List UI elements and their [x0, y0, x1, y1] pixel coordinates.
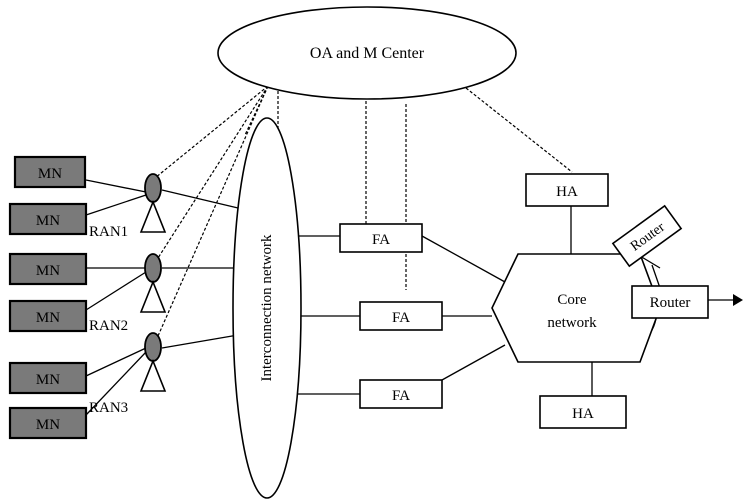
foreign-agent-box	[339, 223, 423, 253]
connection-lines	[85, 85, 733, 416]
foreign-agent-label: FA	[372, 232, 390, 248]
mobile-node-label: MN	[36, 372, 60, 388]
link-mn2-ran1	[85, 194, 147, 216]
ran-antennas: RAN1 RAN2 RAN3	[89, 173, 167, 416]
mobile-node-label: MN	[36, 263, 60, 279]
link-mn5-ran3	[85, 347, 147, 377]
oam-link-ran3	[157, 85, 269, 337]
antenna-icon	[139, 173, 167, 233]
mobile-node-box	[8, 252, 88, 286]
core-network: Core network	[491, 253, 661, 363]
interconnection-network: Interconnection network	[232, 117, 302, 499]
oam-link-interconnect-a	[244, 85, 269, 136]
interconnection-network-ellipse	[232, 117, 302, 499]
mobile-nodes: MN MN MN MN MN MN	[8, 155, 88, 440]
ran-label: RAN1	[89, 224, 128, 240]
home-agent-label: HA	[572, 406, 594, 422]
mobile-node-box	[8, 406, 88, 440]
mobile-node-label: MN	[38, 166, 62, 182]
antenna-icon	[139, 253, 167, 313]
foreign-agent-box	[359, 301, 443, 331]
mobile-node-label: MN	[36, 310, 60, 326]
routers: Router Router	[611, 204, 709, 319]
link-mn4-ran2	[85, 271, 147, 311]
link-mn1-ran1	[85, 179, 147, 193]
home-agent-box	[525, 173, 609, 207]
router-box	[631, 285, 709, 319]
router-box	[611, 204, 683, 268]
oam-link-ran1	[154, 85, 269, 179]
oam-link-ran2	[157, 85, 269, 259]
mobile-node-box	[8, 299, 88, 333]
mobile-node-label: MN	[36, 417, 60, 433]
ran-label: RAN3	[89, 400, 128, 416]
link-ran1-interconnect	[161, 189, 239, 209]
link-mn6-ran3	[85, 351, 147, 416]
mobile-node-box	[8, 202, 88, 236]
oam-link-ha	[465, 87, 573, 173]
foreign-agent-label: FA	[392, 310, 410, 326]
foreign-agent-box	[359, 379, 443, 409]
link-fa1-core	[421, 235, 506, 283]
antenna-icon	[139, 332, 167, 392]
home-agents: HA HA	[525, 173, 627, 429]
interconnection-network-label: Interconnection network	[259, 234, 275, 382]
home-agent-label: HA	[556, 184, 578, 200]
core-network-label-line1: Core	[557, 292, 587, 308]
oam-center: OA and M Center	[217, 6, 517, 100]
oam-center-label: OA and M Center	[310, 45, 425, 62]
link-fa3-core	[441, 344, 506, 381]
core-network-label-line2: network	[547, 315, 597, 331]
router-tilted: Router	[611, 204, 683, 268]
link-core-router-tilted	[639, 255, 661, 269]
home-agent-box	[539, 395, 627, 429]
foreign-agents: FA FA FA	[339, 223, 443, 409]
mobile-node-label: MN	[36, 213, 60, 229]
foreign-agent-label: FA	[392, 388, 410, 404]
link-ran3-interconnect	[161, 334, 239, 349]
oam-center-ellipse	[217, 6, 517, 100]
router-label: Router	[650, 295, 691, 311]
mobile-node-box	[13, 155, 87, 189]
ran-label: RAN2	[89, 318, 128, 334]
link-router-tilted-router	[651, 264, 661, 289]
mobile-node-box	[8, 361, 88, 395]
external-arrow-icon	[733, 294, 743, 306]
